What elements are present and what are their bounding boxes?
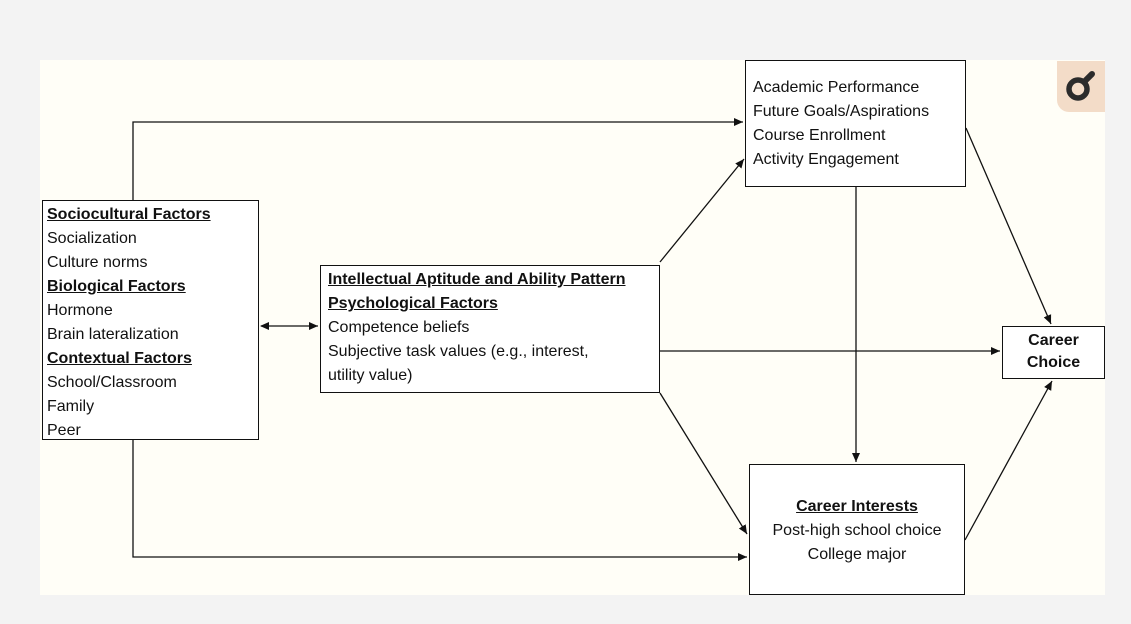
psych-item: Competence beliefs [328,319,470,336]
factor-item: Culture norms [47,254,148,271]
magnifier-glyph-icon [1066,71,1095,101]
career-choice-box: Career Choice [1002,326,1105,379]
psych-item: Subjective task values (e.g., interest, [328,343,589,360]
career-interests-header: Career Interests [796,498,918,515]
interest-item: Post-high school choice [772,522,942,539]
biological-header: Biological Factors [47,278,186,295]
factor-item: Hormone [47,302,113,319]
aptitude-psychological-box: Intellectual Aptitude and Ability Patter… [320,265,660,393]
magnifier-logo-icon[interactable] [1057,61,1105,112]
career-choice-line2: Choice [1026,354,1081,371]
antecedent-factors-box: Sociocultural Factors Socialization Cult… [42,200,259,440]
interest-item: College major [807,546,907,563]
outcome-item: Future Goals/Aspirations [753,103,930,120]
aptitude-header: Intellectual Aptitude and Ability Patter… [328,271,626,288]
achievement-outcomes-box: Academic Performance Future Goals/Aspira… [745,60,966,187]
factor-item: Brain lateralization [47,326,179,343]
outcome-item: Academic Performance [753,79,920,96]
career-interests-box: Career Interests Post-high school choice… [749,464,965,595]
factor-item: Socialization [47,230,137,247]
psych-item: utility value) [328,367,413,384]
career-choice-line1: Career [1028,332,1079,349]
sociocultural-header: Sociocultural Factors [47,206,211,223]
psychological-header: Psychological Factors [328,295,498,312]
factor-item: Peer [47,422,81,439]
outcome-item: Activity Engagement [753,151,899,168]
factor-item: School/Classroom [47,374,177,391]
outcome-item: Course Enrollment [753,127,886,144]
factor-item: Family [47,398,95,415]
contextual-header: Contextual Factors [47,350,192,367]
